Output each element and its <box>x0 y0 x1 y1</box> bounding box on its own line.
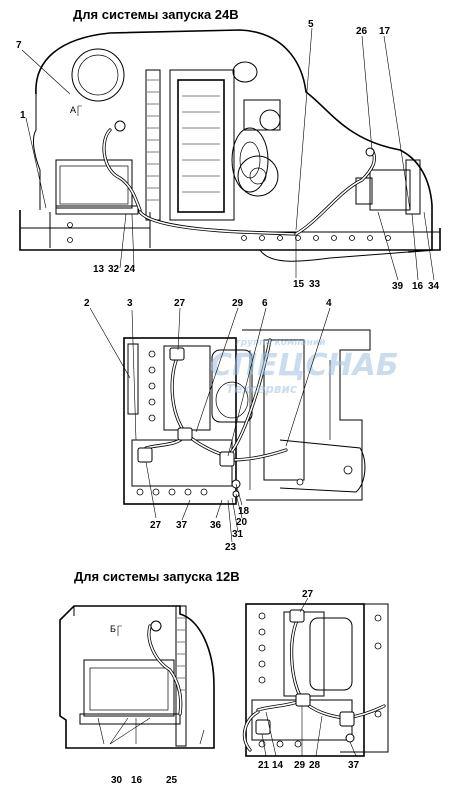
callout: 27 <box>302 589 314 600</box>
callout: 37 <box>348 760 360 771</box>
callout: 14 <box>272 760 284 771</box>
callouts-bottom-left: 30 16 25 <box>111 775 178 786</box>
callout: 30 <box>111 775 123 786</box>
callout: 1 <box>20 110 26 121</box>
callout: 2 <box>84 298 90 309</box>
callout: 13 <box>93 264 105 275</box>
callout: 28 <box>309 760 321 771</box>
callout: 36 <box>210 520 222 531</box>
title-24v: Для системы запуска 24В <box>73 7 239 22</box>
callout: 34 <box>428 281 440 292</box>
callouts-bottom-right: 27 21 14 29 28 37 <box>258 589 360 771</box>
callouts-middle: 2 3 27 29 6 4 18 20 31 23 27 37 36 <box>84 298 332 553</box>
callout: 20 <box>236 517 248 528</box>
callout-leaders-bottom-right <box>261 597 357 757</box>
callout: 27 <box>150 520 162 531</box>
callout: 27 <box>174 298 186 309</box>
bottom-right-battery-view <box>242 603 389 757</box>
watermark-line3: Техсервис <box>226 382 297 396</box>
watermark-line2: СПЕЦСНАБ <box>210 348 399 383</box>
tractor-side-view: А <box>19 29 441 262</box>
callout: 16 <box>412 281 424 292</box>
title-12v: Для системы запуска 12В <box>74 569 240 584</box>
callout: 3 <box>127 298 133 309</box>
callout: 4 <box>326 298 332 309</box>
view-mark-a: А <box>70 105 76 115</box>
callout: 37 <box>176 520 188 531</box>
callout: 21 <box>258 760 270 771</box>
callout: 31 <box>232 529 244 540</box>
callout: 23 <box>225 542 237 553</box>
callout: 15 <box>293 279 305 290</box>
callout: 24 <box>124 264 136 275</box>
callout: 32 <box>108 264 120 275</box>
battery-box-view-a <box>123 329 371 505</box>
callout: 16 <box>131 775 143 786</box>
callout-leaders-bottom-left <box>97 717 205 745</box>
callout: 6 <box>262 298 268 309</box>
callout: 5 <box>308 19 314 30</box>
callout: 18 <box>238 506 250 517</box>
callout: 39 <box>392 281 404 292</box>
callout: 29 <box>294 760 306 771</box>
callout-leaders-middle <box>89 307 331 543</box>
callout: 26 <box>356 26 368 37</box>
watermark-line1: группа компаний <box>236 338 326 348</box>
callout: 29 <box>232 298 244 309</box>
callout: 25 <box>166 775 178 786</box>
callout: 33 <box>309 279 321 290</box>
bottom-left-view-b: Б <box>59 605 215 749</box>
view-mark-b: Б <box>110 624 116 634</box>
callout: 17 <box>379 26 391 37</box>
callout-leaders-top <box>21 27 435 281</box>
callout: 7 <box>16 40 22 51</box>
callouts-top: 7 1 5 26 17 13 32 24 15 33 39 16 34 <box>16 19 440 292</box>
watermark: группа компаний СПЕЦСНАБ Техсервис <box>210 338 399 396</box>
